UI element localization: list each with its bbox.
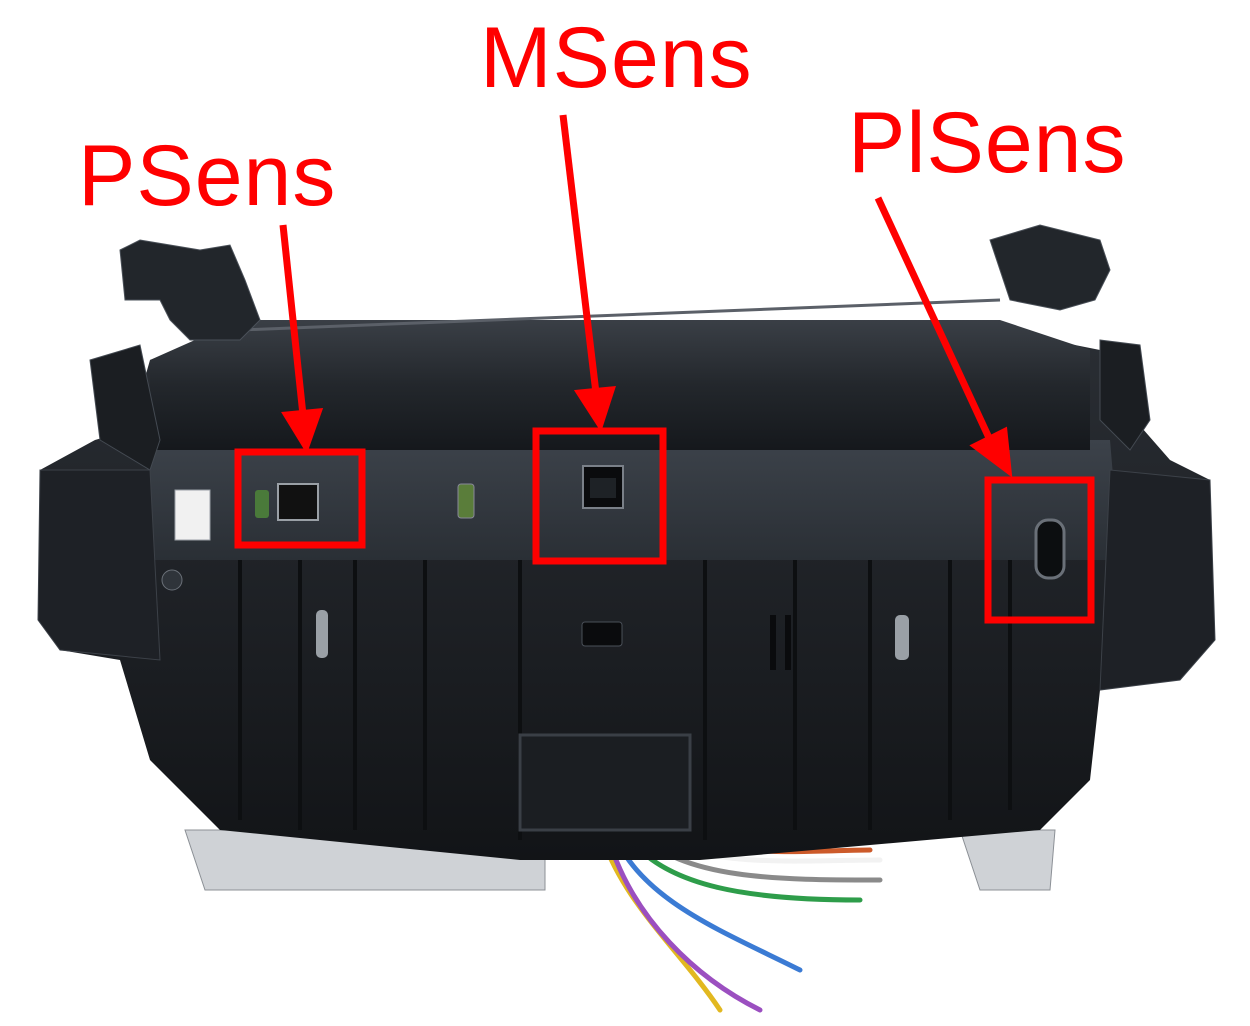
- msens-label: MSens: [480, 10, 753, 106]
- right-bracket: [989, 224, 1111, 311]
- psens-box: [234, 448, 366, 549]
- annotation-arrows: [279, 114, 1013, 478]
- platen-sensor: [1034, 518, 1066, 580]
- plsens-arrow: [874, 196, 994, 442]
- platen-roller: [150, 320, 1090, 450]
- psens-arrow: [279, 224, 307, 416]
- mark-sensor: [582, 465, 624, 509]
- plsens-label: PlSens: [848, 95, 1127, 191]
- left-bracket: [119, 239, 261, 341]
- highlight-boxes: [234, 427, 1095, 624]
- psens-label: PSens: [78, 128, 337, 224]
- center-housing: [518, 733, 692, 832]
- top-plate: [140, 440, 1120, 560]
- plsens-box: [984, 476, 1095, 624]
- msens-box: [532, 427, 667, 565]
- msens-arrow: [559, 114, 600, 394]
- paper-sensor: [277, 483, 319, 521]
